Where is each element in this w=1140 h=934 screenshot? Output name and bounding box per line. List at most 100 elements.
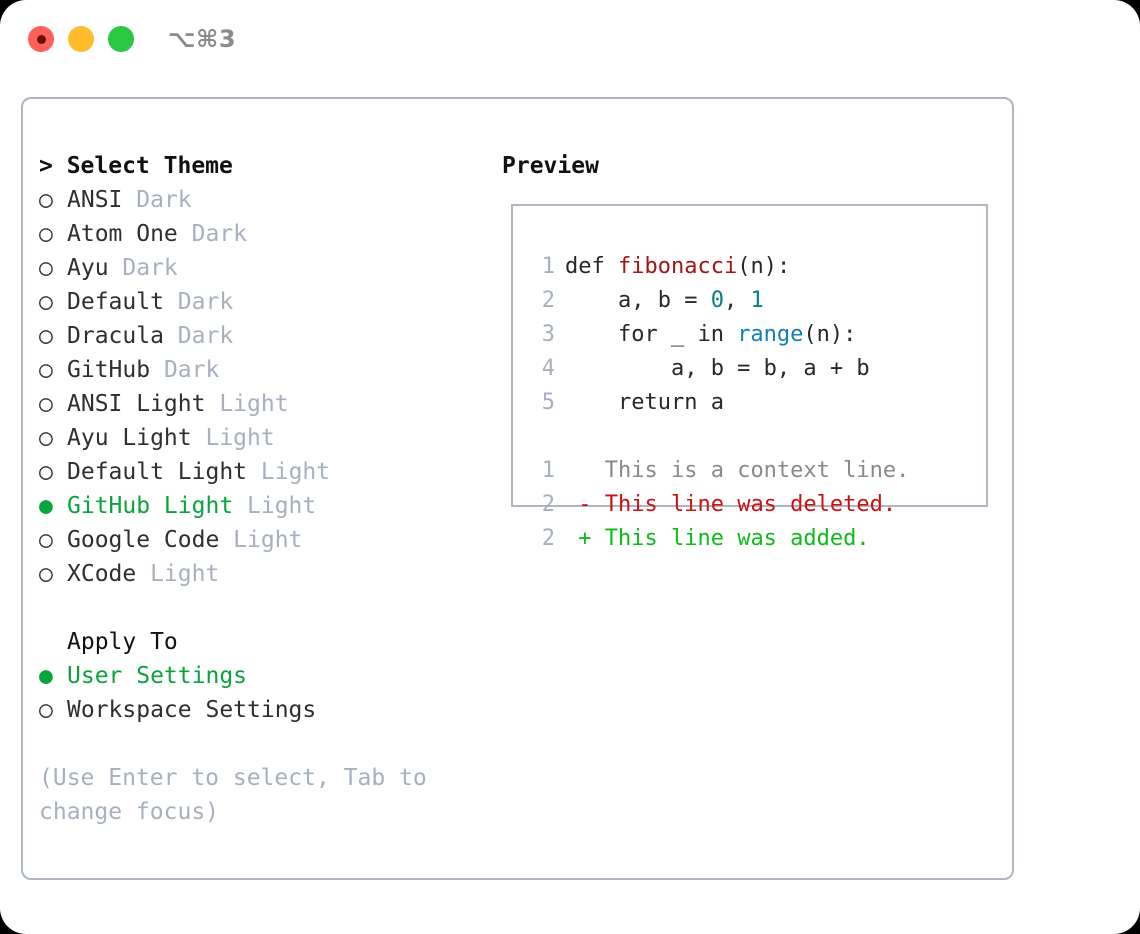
apply-to-header: Apply To: [39, 625, 489, 659]
line-number: 1: [541, 458, 555, 483]
line-number: 3: [541, 322, 555, 347]
diff-marker: [565, 458, 592, 483]
theme-option-github-light[interactable]: ● GitHub Light Light: [39, 489, 489, 523]
panel-columns: > Select Theme ○ ANSI Dark○ Atom One Dar…: [23, 99, 1012, 878]
close-button[interactable]: [28, 26, 54, 52]
preview-header: Preview: [502, 153, 599, 179]
theme-option-dracula[interactable]: ○ Dracula Dark: [39, 319, 489, 353]
radio-unselected-icon: ○: [39, 221, 67, 247]
diff-sample: 1 This is a context line.2 - This line w…: [513, 454, 986, 556]
radio-unselected-icon: ○: [39, 357, 67, 383]
code-blank-line: [513, 420, 986, 454]
code-line: 4 a, b = b, a + b: [513, 352, 986, 386]
radio-unselected-icon: ○: [39, 459, 67, 485]
minimize-button[interactable]: [68, 26, 94, 52]
radio-unselected-icon: ○: [39, 255, 67, 281]
theme-variant-tag: Dark: [163, 357, 220, 383]
diff-line-add: 2 + This line was added.: [513, 522, 986, 556]
theme-variant-tag: Light: [260, 459, 331, 485]
select-theme-header: > Select Theme: [39, 153, 233, 179]
theme-variant-tag: Light: [247, 493, 317, 519]
theme-option-label: Dracula: [67, 323, 178, 349]
radio-unselected-icon: ○: [39, 527, 67, 553]
apply-to-list: ● User Settings○ Workspace Settings: [39, 659, 489, 727]
apply-to-option-workspace-settings[interactable]: ○ Workspace Settings: [39, 693, 489, 727]
radio-selected-icon: ●: [39, 493, 67, 519]
theme-option-label: GitHub: [67, 357, 164, 383]
theme-option-label: Ayu Light: [67, 425, 206, 451]
list-spacer: [39, 591, 489, 625]
keyboard-hint: (Use Enter to select, Tab to change focu…: [39, 765, 427, 825]
diff-line-text: This line was deleted.: [591, 492, 897, 517]
apply-to-header-indent: [39, 625, 67, 659]
theme-option-ansi-light[interactable]: ○ ANSI Light Light: [39, 387, 489, 421]
code-line: 5 return a: [513, 386, 986, 420]
radio-unselected-icon: ○: [39, 187, 67, 213]
preview-column: Preview: [502, 149, 1002, 183]
theme-option-default-light[interactable]: ○ Default Light Light: [39, 455, 489, 489]
theme-variant-tag: Dark: [122, 255, 178, 281]
code-token-plain: (n):: [803, 322, 857, 347]
theme-option-ayu-light[interactable]: ○ Ayu Light Light: [39, 421, 489, 455]
apply-to-option-label: User Settings: [67, 663, 248, 689]
theme-selector-column: > Select Theme ○ ANSI Dark○ Atom One Dar…: [39, 149, 489, 829]
theme-option-default[interactable]: ○ Default Dark: [39, 285, 489, 319]
apply-to-option-label: Workspace Settings: [67, 697, 317, 723]
code-token-num: 0: [710, 288, 724, 313]
radio-selected-icon: ●: [39, 663, 67, 689]
theme-option-label: Google Code: [67, 527, 234, 553]
code-token-plain: return a: [565, 390, 724, 415]
theme-variant-tag: Dark: [177, 289, 234, 315]
code-token-builtin: range: [737, 322, 804, 347]
theme-option-ayu[interactable]: ○ Ayu Dark: [39, 251, 489, 285]
theme-option-label: ANSI Light: [67, 391, 220, 417]
zoom-button[interactable]: [108, 26, 134, 52]
theme-option-atom-one[interactable]: ○ Atom One Dark: [39, 217, 489, 251]
theme-option-label: Atom One: [67, 221, 192, 247]
code-line: 3 for _ in range(n):: [513, 318, 986, 352]
diff-marker: -: [565, 492, 592, 517]
code-token-num: 1: [750, 288, 764, 313]
diff-line-text: This line was added.: [591, 526, 870, 551]
code-token-plain: for _ in: [565, 322, 738, 347]
theme-list: ○ ANSI Dark○ Atom One Dark○ Ayu Dark○ De…: [39, 183, 489, 591]
main-panel: > Select Theme ○ ANSI Dark○ Atom One Dar…: [21, 97, 1014, 880]
line-number: 5: [541, 390, 555, 415]
theme-variant-tag: Light: [219, 391, 289, 417]
theme-variant-tag: Dark: [136, 187, 192, 213]
theme-option-label: Default: [67, 289, 178, 315]
diff-line-del: 2 - This line was deleted.: [513, 488, 986, 522]
traffic-lights: [28, 26, 134, 52]
code-line: 2 a, b = 0, 1: [513, 284, 986, 318]
theme-variant-tag: Light: [150, 561, 220, 587]
radio-unselected-icon: ○: [39, 323, 67, 349]
theme-option-label: Ayu: [67, 255, 123, 281]
theme-option-google-code[interactable]: ○ Google Code Light: [39, 523, 489, 557]
diff-line-ctx: 1 This is a context line.: [513, 454, 986, 488]
theme-option-ansi[interactable]: ○ ANSI Dark: [39, 183, 489, 217]
radio-unselected-icon: ○: [39, 697, 67, 723]
code-token-func: fibonacci: [617, 254, 738, 279]
line-number: 1: [541, 254, 555, 279]
title-bar: ⌥⌘3: [0, 0, 1140, 78]
theme-variant-tag: Dark: [191, 221, 248, 247]
theme-option-label: XCode: [67, 561, 151, 587]
code-token-plain: (n):: [737, 254, 791, 279]
radio-unselected-icon: ○: [39, 425, 67, 451]
theme-option-label: Default Light: [67, 459, 261, 485]
line-number: 2: [541, 288, 555, 313]
apply-to-option-user-settings[interactable]: ● User Settings: [39, 659, 489, 693]
radio-unselected-icon: ○: [39, 289, 67, 315]
diff-marker: +: [565, 526, 592, 551]
theme-variant-tag: Dark: [177, 323, 234, 349]
theme-variant-tag: Light: [205, 425, 275, 451]
code-token-plain: a, b = b, a + b: [565, 356, 870, 381]
theme-option-github[interactable]: ○ GitHub Dark: [39, 353, 489, 387]
line-number: 2: [541, 526, 555, 551]
theme-option-xcode[interactable]: ○ XCode Light: [39, 557, 489, 591]
code-token-plain: ,: [723, 288, 751, 313]
